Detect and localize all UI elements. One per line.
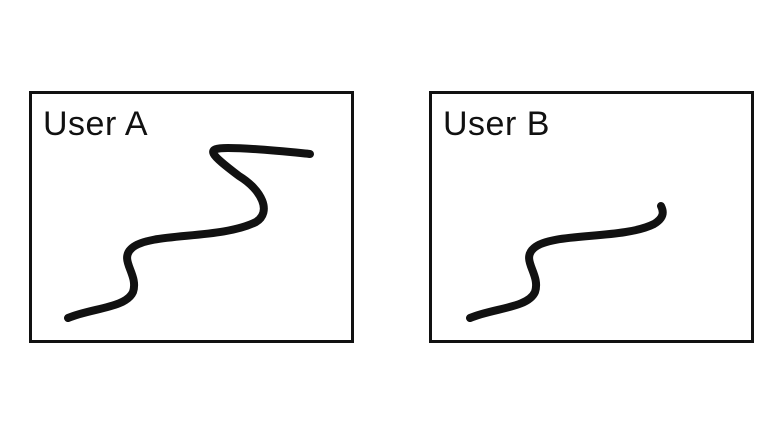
user-a-panel: User A: [29, 91, 354, 343]
user-b-freehand-stroke: [466, 202, 667, 322]
user-a-label: User A: [43, 105, 149, 143]
user-a-stroke-canvas: [64, 144, 314, 322]
user-a-freehand-stroke: [64, 144, 314, 322]
user-b-panel: User B: [429, 91, 754, 343]
user-b-label: User B: [443, 105, 550, 143]
user-b-stroke-canvas: [466, 202, 667, 322]
